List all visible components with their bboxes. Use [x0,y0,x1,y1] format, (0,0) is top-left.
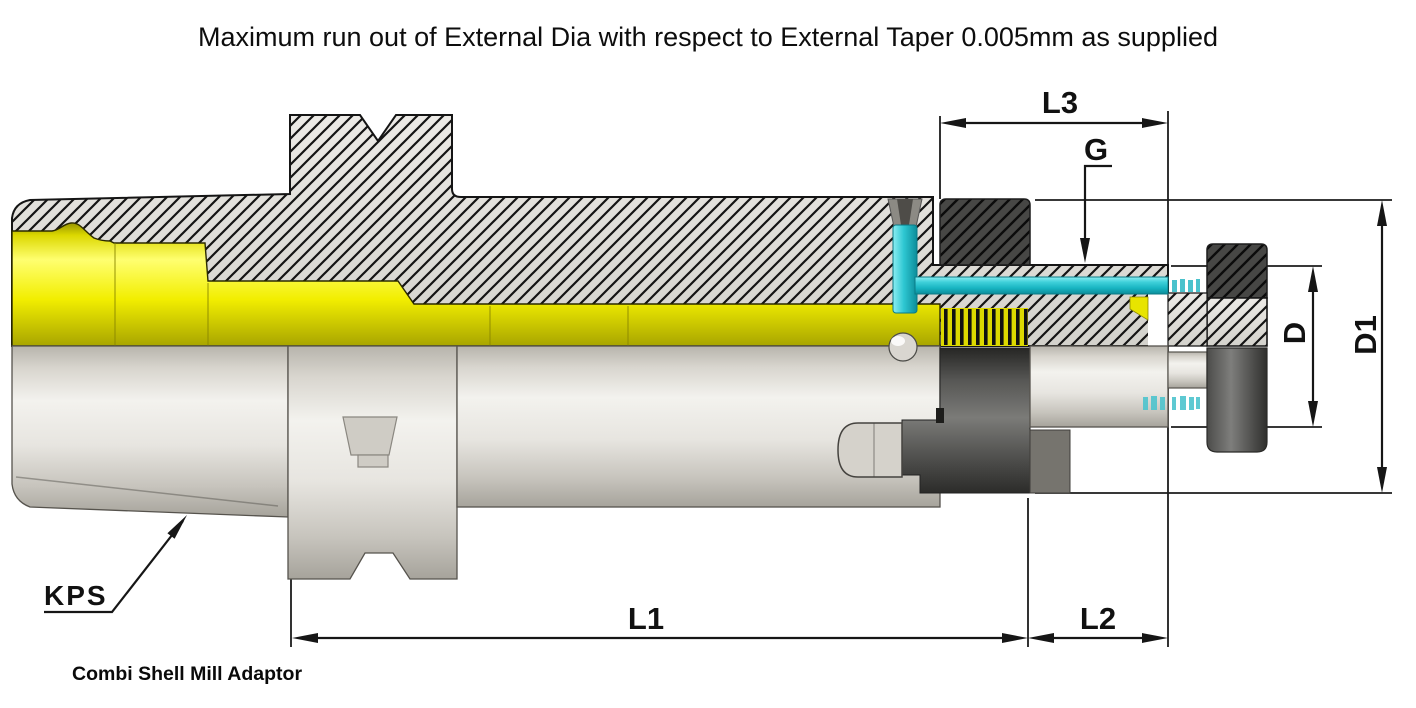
coolant-channel [887,198,1200,314]
clamp-step [1029,429,1071,494]
coolant-tube-vertical [892,224,918,314]
drawing-title: Maximum run out of External Dia with res… [198,22,1218,52]
locating-pin [888,332,918,362]
thread-engagement [941,308,1028,346]
flange-drive-slot [342,416,398,468]
dimension-arrowheads [167,118,1387,643]
kps-leader-line [44,520,184,614]
pilot-cylinder [1029,345,1169,428]
coolant-tube-horizontal [914,276,1169,295]
drawbar-tip [1129,296,1149,321]
retention-screw-section [1167,243,1268,347]
coolant-inlet-bore [897,199,913,225]
g-leader-line [1083,164,1112,256]
dimension-label-l2: L2 [1080,601,1116,636]
dimension-label-d1: D1 [1348,315,1383,355]
stud-cylinder [1167,351,1208,389]
drawing-caption: Combi Shell Mill Adaptor [72,663,303,685]
dimension-label-l1: L1 [628,601,664,636]
dimension-label-l3: L3 [1042,85,1078,120]
kps-label: KPS [44,580,108,611]
clamp-slot-notch [936,408,944,423]
taper-chamfer-line [15,476,279,507]
coolant-thread-dashes-top [1172,279,1200,292]
coolant-boss [837,422,903,478]
taper-shank [11,345,289,518]
screw-head-external [1206,347,1268,453]
nose-counterbore [1148,294,1168,346]
clamp-nut-section [939,198,1031,266]
drawbar [11,222,941,347]
dimension-label-d: D [1277,322,1312,344]
thread-dashes-bottom [1143,396,1200,410]
dimension-label-g: G [1084,132,1108,167]
